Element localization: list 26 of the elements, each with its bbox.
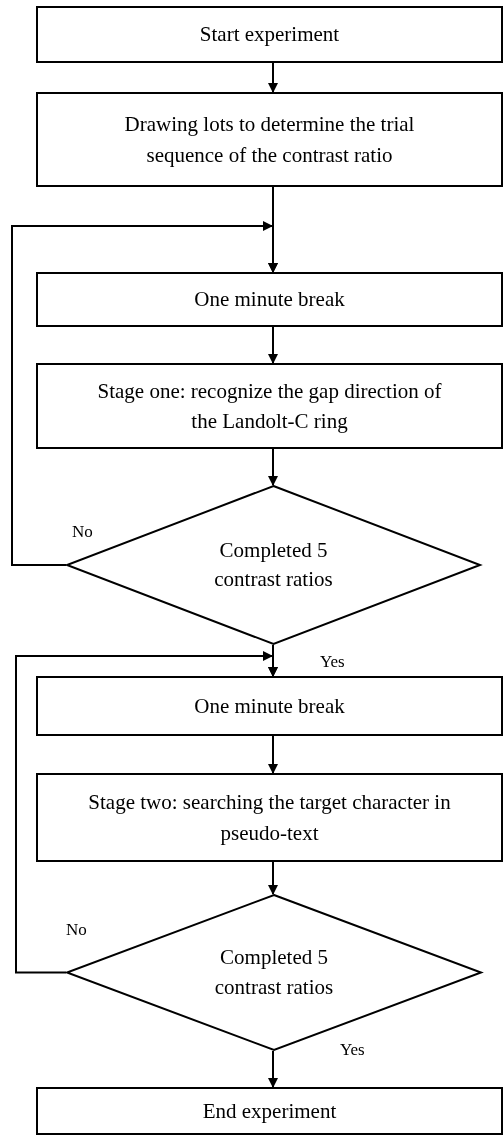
decision-text: Completed 5 contrast ratios [213, 944, 335, 1001]
process-box [36, 92, 503, 187]
process-text: Stage one: recognize the gap direction of the Landolt-C ring [96, 377, 443, 435]
process-text: One minute break [193, 692, 346, 720]
process-text: End experiment [201, 1097, 338, 1125]
process-text: One minute break [193, 286, 346, 314]
process-box [36, 773, 503, 862]
process-box [36, 272, 503, 327]
decision-text: Completed 5 contrast ratios [213, 536, 334, 593]
process-text: Stage two: searching the target character in pseudo-text [87, 789, 452, 847]
arrow [268, 861, 278, 895]
edge-label: Yes [320, 652, 345, 672]
arrow [268, 326, 278, 364]
process-box [36, 676, 503, 736]
edge-label: No [66, 920, 87, 940]
process-box [36, 363, 503, 449]
process-text: Drawing lots to determine the trial sequence of the contrast ratio [123, 111, 416, 169]
arrow [268, 1050, 278, 1088]
arrow [268, 62, 278, 93]
arrow [268, 448, 278, 486]
arrow [268, 735, 278, 774]
process-box [36, 6, 503, 63]
edge-label: Yes [340, 1040, 365, 1060]
process-box [36, 1087, 503, 1135]
edge-label: No [72, 522, 93, 542]
process-text: Start experiment [198, 21, 341, 49]
